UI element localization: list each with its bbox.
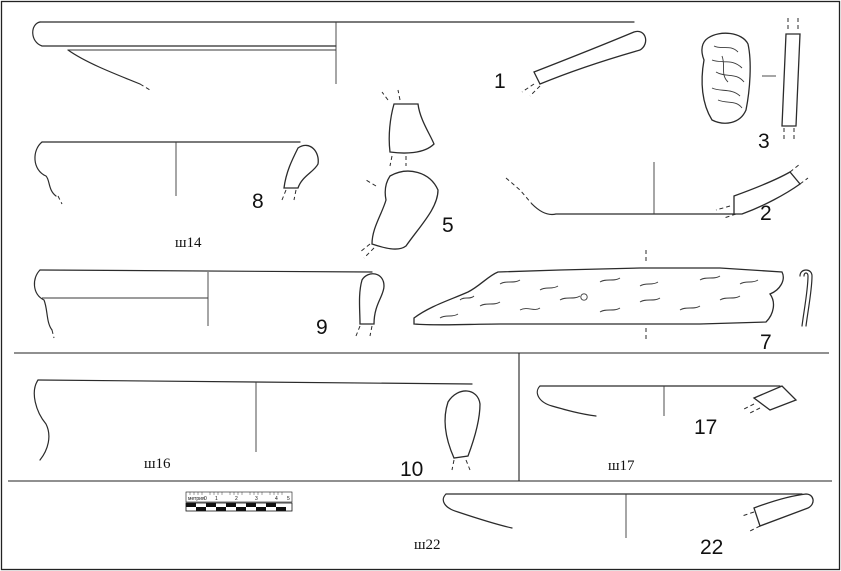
label-17: 17 xyxy=(694,416,717,439)
scale-tick-1: 1 xyxy=(215,496,218,502)
vessel-8-drawing xyxy=(34,141,319,205)
group-label-sh17: ш17 xyxy=(608,458,635,474)
group-label-sh22: ш22 xyxy=(414,537,441,553)
item-3-drawing xyxy=(701,18,801,140)
vessel-9-drawing xyxy=(33,269,385,339)
scale-tick-3: 3 xyxy=(255,496,258,502)
vessel-17-drawing xyxy=(536,385,798,417)
scale-tick-0: 0 xyxy=(204,496,207,502)
label-1: 1 xyxy=(494,70,506,93)
item-5-drawing xyxy=(359,89,439,259)
label-10: 10 xyxy=(400,458,423,481)
scale-unit-label: метрия xyxy=(188,496,205,502)
label-2: 2 xyxy=(760,202,772,225)
label-3: 3 xyxy=(758,130,770,153)
group-label-sh16: ш16 xyxy=(144,456,171,472)
scale-tick-2: 2 xyxy=(235,496,238,502)
scale-tick-4: 4 xyxy=(275,496,278,502)
scale-tick-5: 5 xyxy=(287,496,290,502)
vessel-22-drawing xyxy=(442,493,814,538)
label-5: 5 xyxy=(442,214,454,237)
vessel-10-drawing xyxy=(33,379,481,471)
group-label-sh14: ш14 xyxy=(175,235,202,251)
scale-bar: метрия 0 1 2 3 4 5 xyxy=(185,491,293,512)
label-9: 9 xyxy=(316,316,328,339)
label-22: 22 xyxy=(700,536,723,559)
vessel-2-drawing xyxy=(505,162,809,219)
vessel-1-drawing xyxy=(32,21,647,97)
label-8: 8 xyxy=(252,190,264,213)
label-7: 7 xyxy=(760,331,772,354)
item-7-drawing xyxy=(413,250,813,342)
